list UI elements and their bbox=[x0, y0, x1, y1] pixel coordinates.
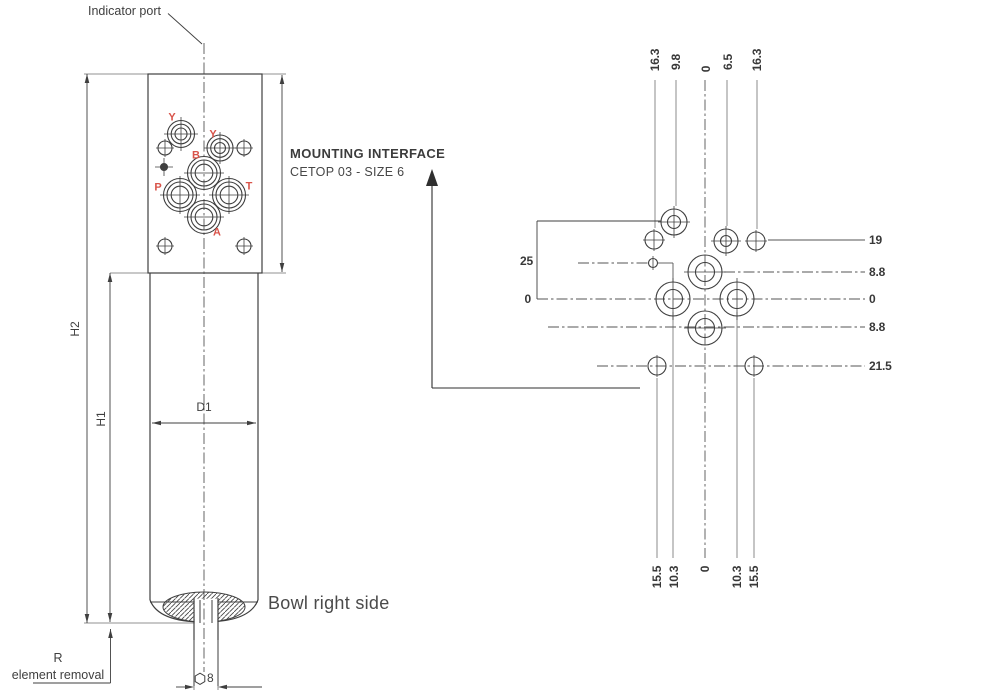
top-dim-1: 9.8 bbox=[669, 53, 683, 71]
left-dim-bracket bbox=[536, 220, 661, 299]
right-dim-1: 8.8 bbox=[869, 265, 886, 279]
dim-h1-label: H1 bbox=[94, 411, 108, 427]
interface-pattern bbox=[536, 80, 865, 558]
top-dim-3: 6.5 bbox=[721, 53, 735, 71]
top-dim-4: 16.3 bbox=[750, 48, 764, 72]
top-dim-2: 0 bbox=[699, 65, 713, 73]
mounting-callout-arrow bbox=[426, 169, 640, 389]
port-label-p: P bbox=[154, 181, 162, 194]
top-dim-0: 16.3 bbox=[648, 48, 662, 72]
removal-label-text: element removal bbox=[11, 667, 105, 682]
right-dim-0: 19 bbox=[869, 233, 882, 247]
dim-h2-label: H2 bbox=[68, 321, 82, 337]
indicator-leader bbox=[167, 13, 203, 45]
port-label-y1: Y bbox=[168, 111, 176, 124]
bowl-caption: Bowl right side bbox=[268, 593, 390, 613]
extension-lines bbox=[84, 73, 286, 624]
bottom-dim-1: 10.3 bbox=[667, 565, 681, 589]
port-label-y2: Y bbox=[209, 128, 217, 141]
filter-head-outline bbox=[147, 73, 263, 274]
hexagon-icon bbox=[194, 672, 206, 685]
dim-d1-label: D1 bbox=[196, 400, 212, 414]
left-dim-1: 0 bbox=[524, 292, 532, 306]
port-label-a: A bbox=[213, 226, 221, 239]
indicator-port-label: Indicator port bbox=[88, 4, 161, 18]
mounting-interface-subtitle: CETOP 03 - SIZE 6 bbox=[290, 165, 405, 179]
bottom-dim-3: 10.3 bbox=[730, 565, 744, 589]
removal-label-r: R bbox=[53, 650, 63, 665]
bottom-dim-2: 0 bbox=[698, 565, 712, 573]
port-label-b: B bbox=[192, 149, 200, 162]
head-ports bbox=[155, 117, 253, 255]
filter-side-view bbox=[33, 13, 286, 690]
port-label-t: T bbox=[245, 180, 253, 193]
dimension-lines bbox=[33, 74, 285, 690]
left-dim-0: 25 bbox=[520, 254, 533, 268]
mounting-interface-title: MOUNTING INTERFACE bbox=[290, 146, 446, 161]
right-dim-2: 0 bbox=[869, 292, 876, 306]
right-dim-3: 8.8 bbox=[869, 320, 886, 334]
interface-holes bbox=[643, 206, 767, 377]
stud-dim-label: 8 bbox=[207, 671, 214, 685]
bottom-dim-0: 15.5 bbox=[650, 565, 664, 589]
right-dim-4: 21.5 bbox=[869, 359, 892, 373]
bottom-dim-4: 15.5 bbox=[747, 565, 761, 589]
